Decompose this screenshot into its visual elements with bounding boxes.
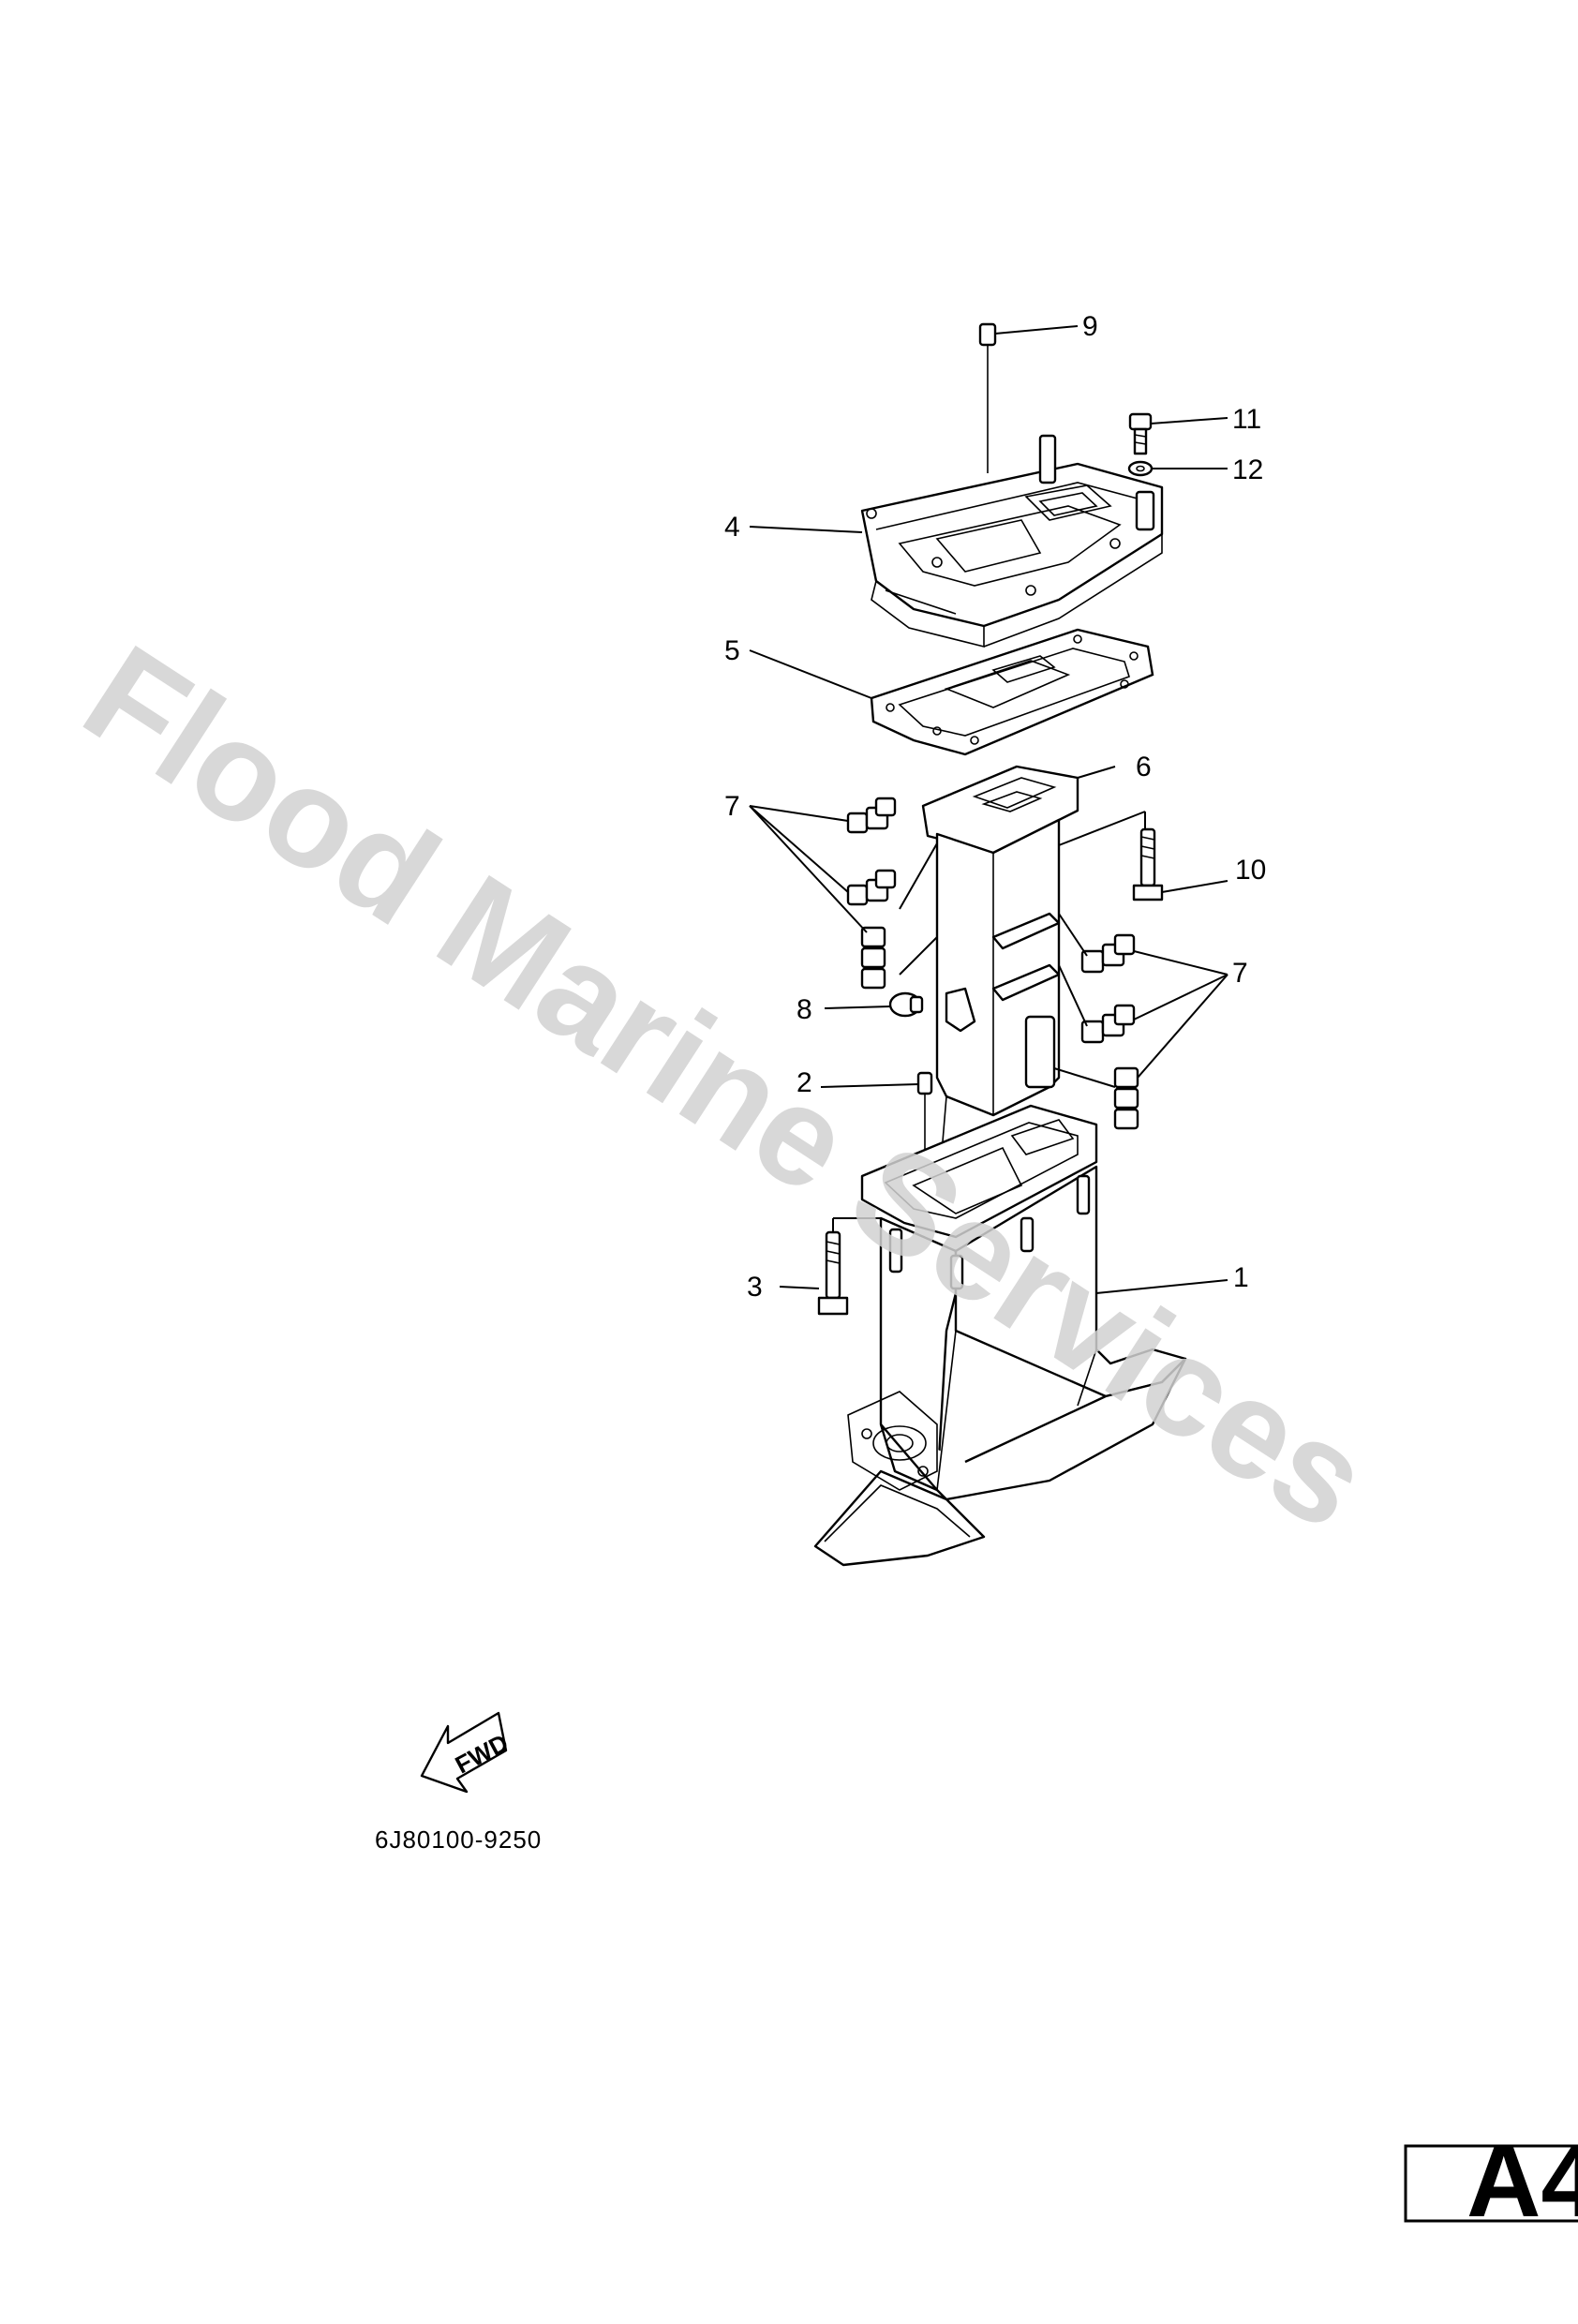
callout-3: 3 <box>747 1272 763 1303</box>
callout-7-right: 7 <box>1232 958 1248 989</box>
part-3-bolt <box>817 1230 849 1316</box>
callout-4: 4 <box>724 512 740 543</box>
page-tab: A4 <box>1404 2123 1578 2239</box>
part-5-gasket <box>870 628 1154 756</box>
callout-12: 12 <box>1232 454 1263 485</box>
part-12-washer <box>1127 460 1154 477</box>
callout-10: 10 <box>1235 855 1266 886</box>
leader-lines <box>749 325 1228 1294</box>
callout-1: 1 <box>1233 1262 1249 1293</box>
part-7-damper-group-left <box>846 797 897 990</box>
part-11-bolt <box>1128 412 1153 455</box>
callout-11: 11 <box>1232 404 1261 435</box>
part-7-damper-group-right <box>1080 933 1139 1130</box>
page-label: A4 <box>1466 2123 1578 2239</box>
callout-8: 8 <box>796 994 812 1025</box>
part-6-exhaust-guide <box>921 765 1079 1163</box>
callout-9: 9 <box>1082 311 1098 342</box>
part-1-upper-casing <box>813 1104 1187 1567</box>
part-4-upper-cover <box>860 434 1164 648</box>
callout-7-left: 7 <box>724 791 740 822</box>
diagram-part-number: 6J80100-9250 <box>375 1825 542 1854</box>
fwd-arrow: FWD <box>420 1711 513 1794</box>
callout-2: 2 <box>796 1067 812 1098</box>
callout-6: 6 <box>1136 752 1152 782</box>
part-10-bolt <box>1132 827 1164 901</box>
watermark-text: Flood Marine Services <box>59 615 1396 1559</box>
callout-5: 5 <box>724 635 740 666</box>
callout-labels: 9 11 12 4 5 6 7 10 7 8 2 3 1 <box>724 311 1266 1303</box>
part-8-grommet <box>888 991 924 1018</box>
part-9-dowel-pin <box>978 322 997 473</box>
